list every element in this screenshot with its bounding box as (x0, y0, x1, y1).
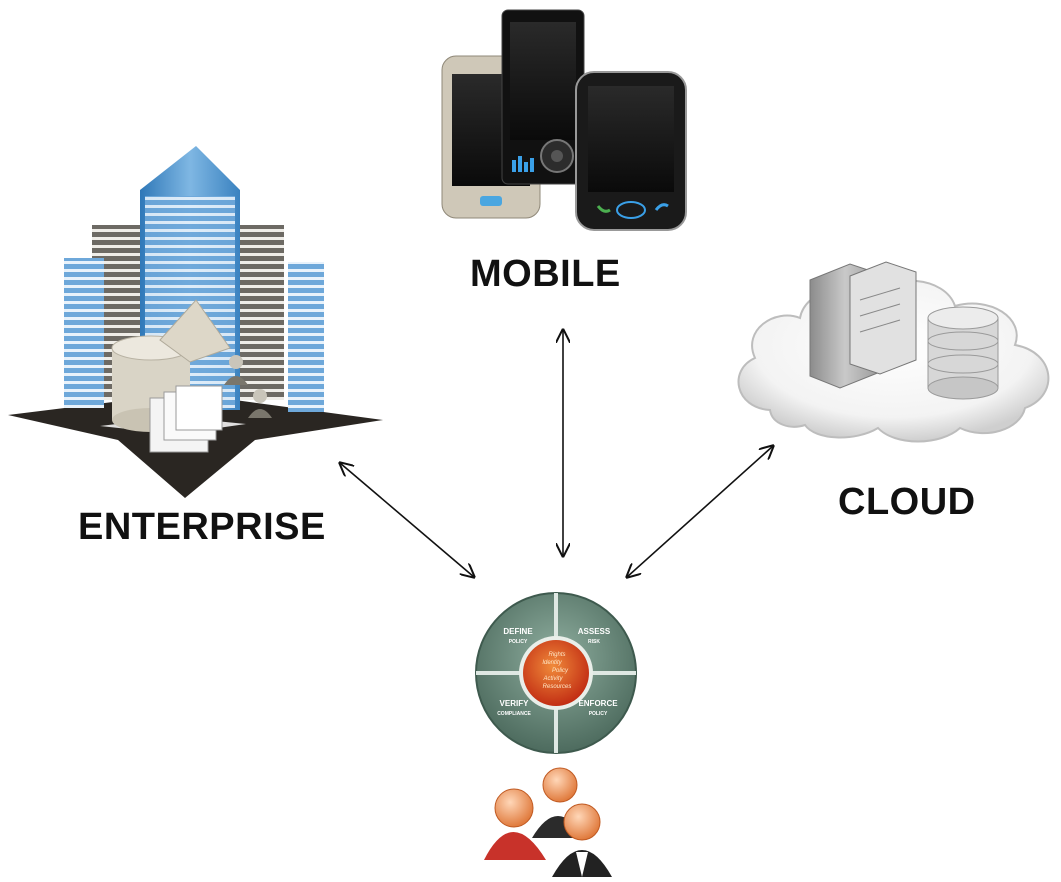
wheel-segment-assess-title: ASSESS (578, 627, 611, 636)
mobile-label: MOBILE (470, 253, 621, 295)
connection-arrows (340, 330, 773, 577)
wheel-segment-verify-sub: COMPLIANCE (497, 711, 531, 717)
wheel-center-item: Identity (542, 660, 562, 666)
wheel-segment-assess-sub: RISK (588, 639, 600, 645)
arrow-enterprise-wheel (340, 463, 474, 577)
arrow-cloud-wheel (627, 446, 773, 577)
cloud-servers-icon (737, 261, 1050, 443)
wheel-segment-define-title: DEFINE (503, 627, 533, 636)
wheel-center-item: Rights (548, 652, 565, 658)
wheel-segment-define-sub: POLICY (509, 639, 528, 645)
wheel-center-item: Activity (542, 676, 563, 682)
smartphones-icon (441, 9, 687, 231)
wheel-center-item: Resources (543, 684, 572, 690)
office-buildings-icon (8, 146, 383, 498)
users-group-icon (484, 767, 612, 877)
cloud-label: CLOUD (838, 481, 976, 523)
enterprise-label: ENTERPRISE (78, 506, 326, 548)
wheel-segment-enforce-title: ENFORCE (578, 699, 618, 708)
wheel-segment-verify-title: VERIFY (500, 699, 530, 708)
wheel-segment-enforce-sub: POLICY (589, 711, 608, 717)
wheel-center-item: Policy (552, 668, 569, 674)
policy-wheel-icon: DEFINE POLICY ASSESS RISK ENFORCE POLICY… (475, 592, 637, 754)
